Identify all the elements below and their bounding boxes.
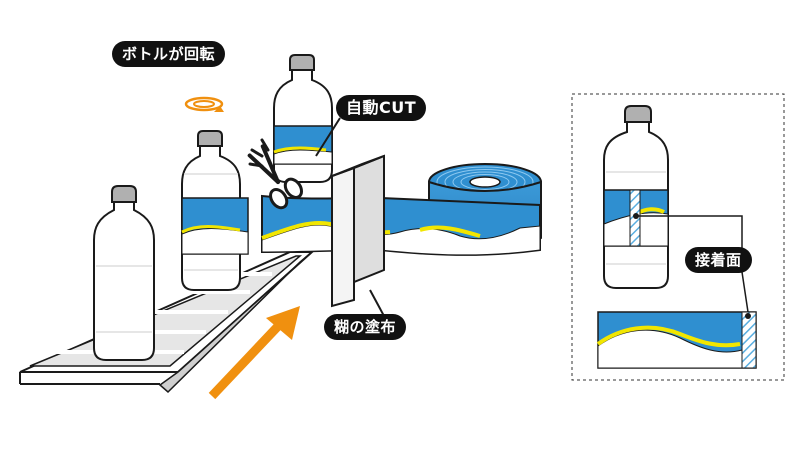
bottle-rotation-label: ボトルが回転: [112, 41, 226, 67]
joint-surface-label: 接着面: [685, 247, 752, 273]
inset-bottle: [603, 105, 669, 289]
conveyor-belt: [19, 251, 315, 394]
inset-flat-label: [596, 311, 757, 369]
rotation-arrow-icon: [184, 96, 224, 112]
bottle-empty: [93, 185, 155, 361]
glue-pointer: [369, 289, 385, 317]
scissors-icon: [247, 144, 304, 210]
bottle-top: [273, 54, 333, 183]
label-strip: [261, 194, 541, 256]
glue-applicator: [331, 154, 385, 308]
glue-application-label: 糊の塗布: [324, 314, 407, 340]
inset-panel: [571, 93, 785, 381]
autocut-pointer: [315, 117, 341, 157]
direction-arrow-icon: [208, 306, 300, 400]
bottle-labeled: [181, 130, 249, 291]
cut-spark-lines: [248, 138, 270, 168]
auto-cut-label: 自動CUT: [336, 95, 427, 121]
